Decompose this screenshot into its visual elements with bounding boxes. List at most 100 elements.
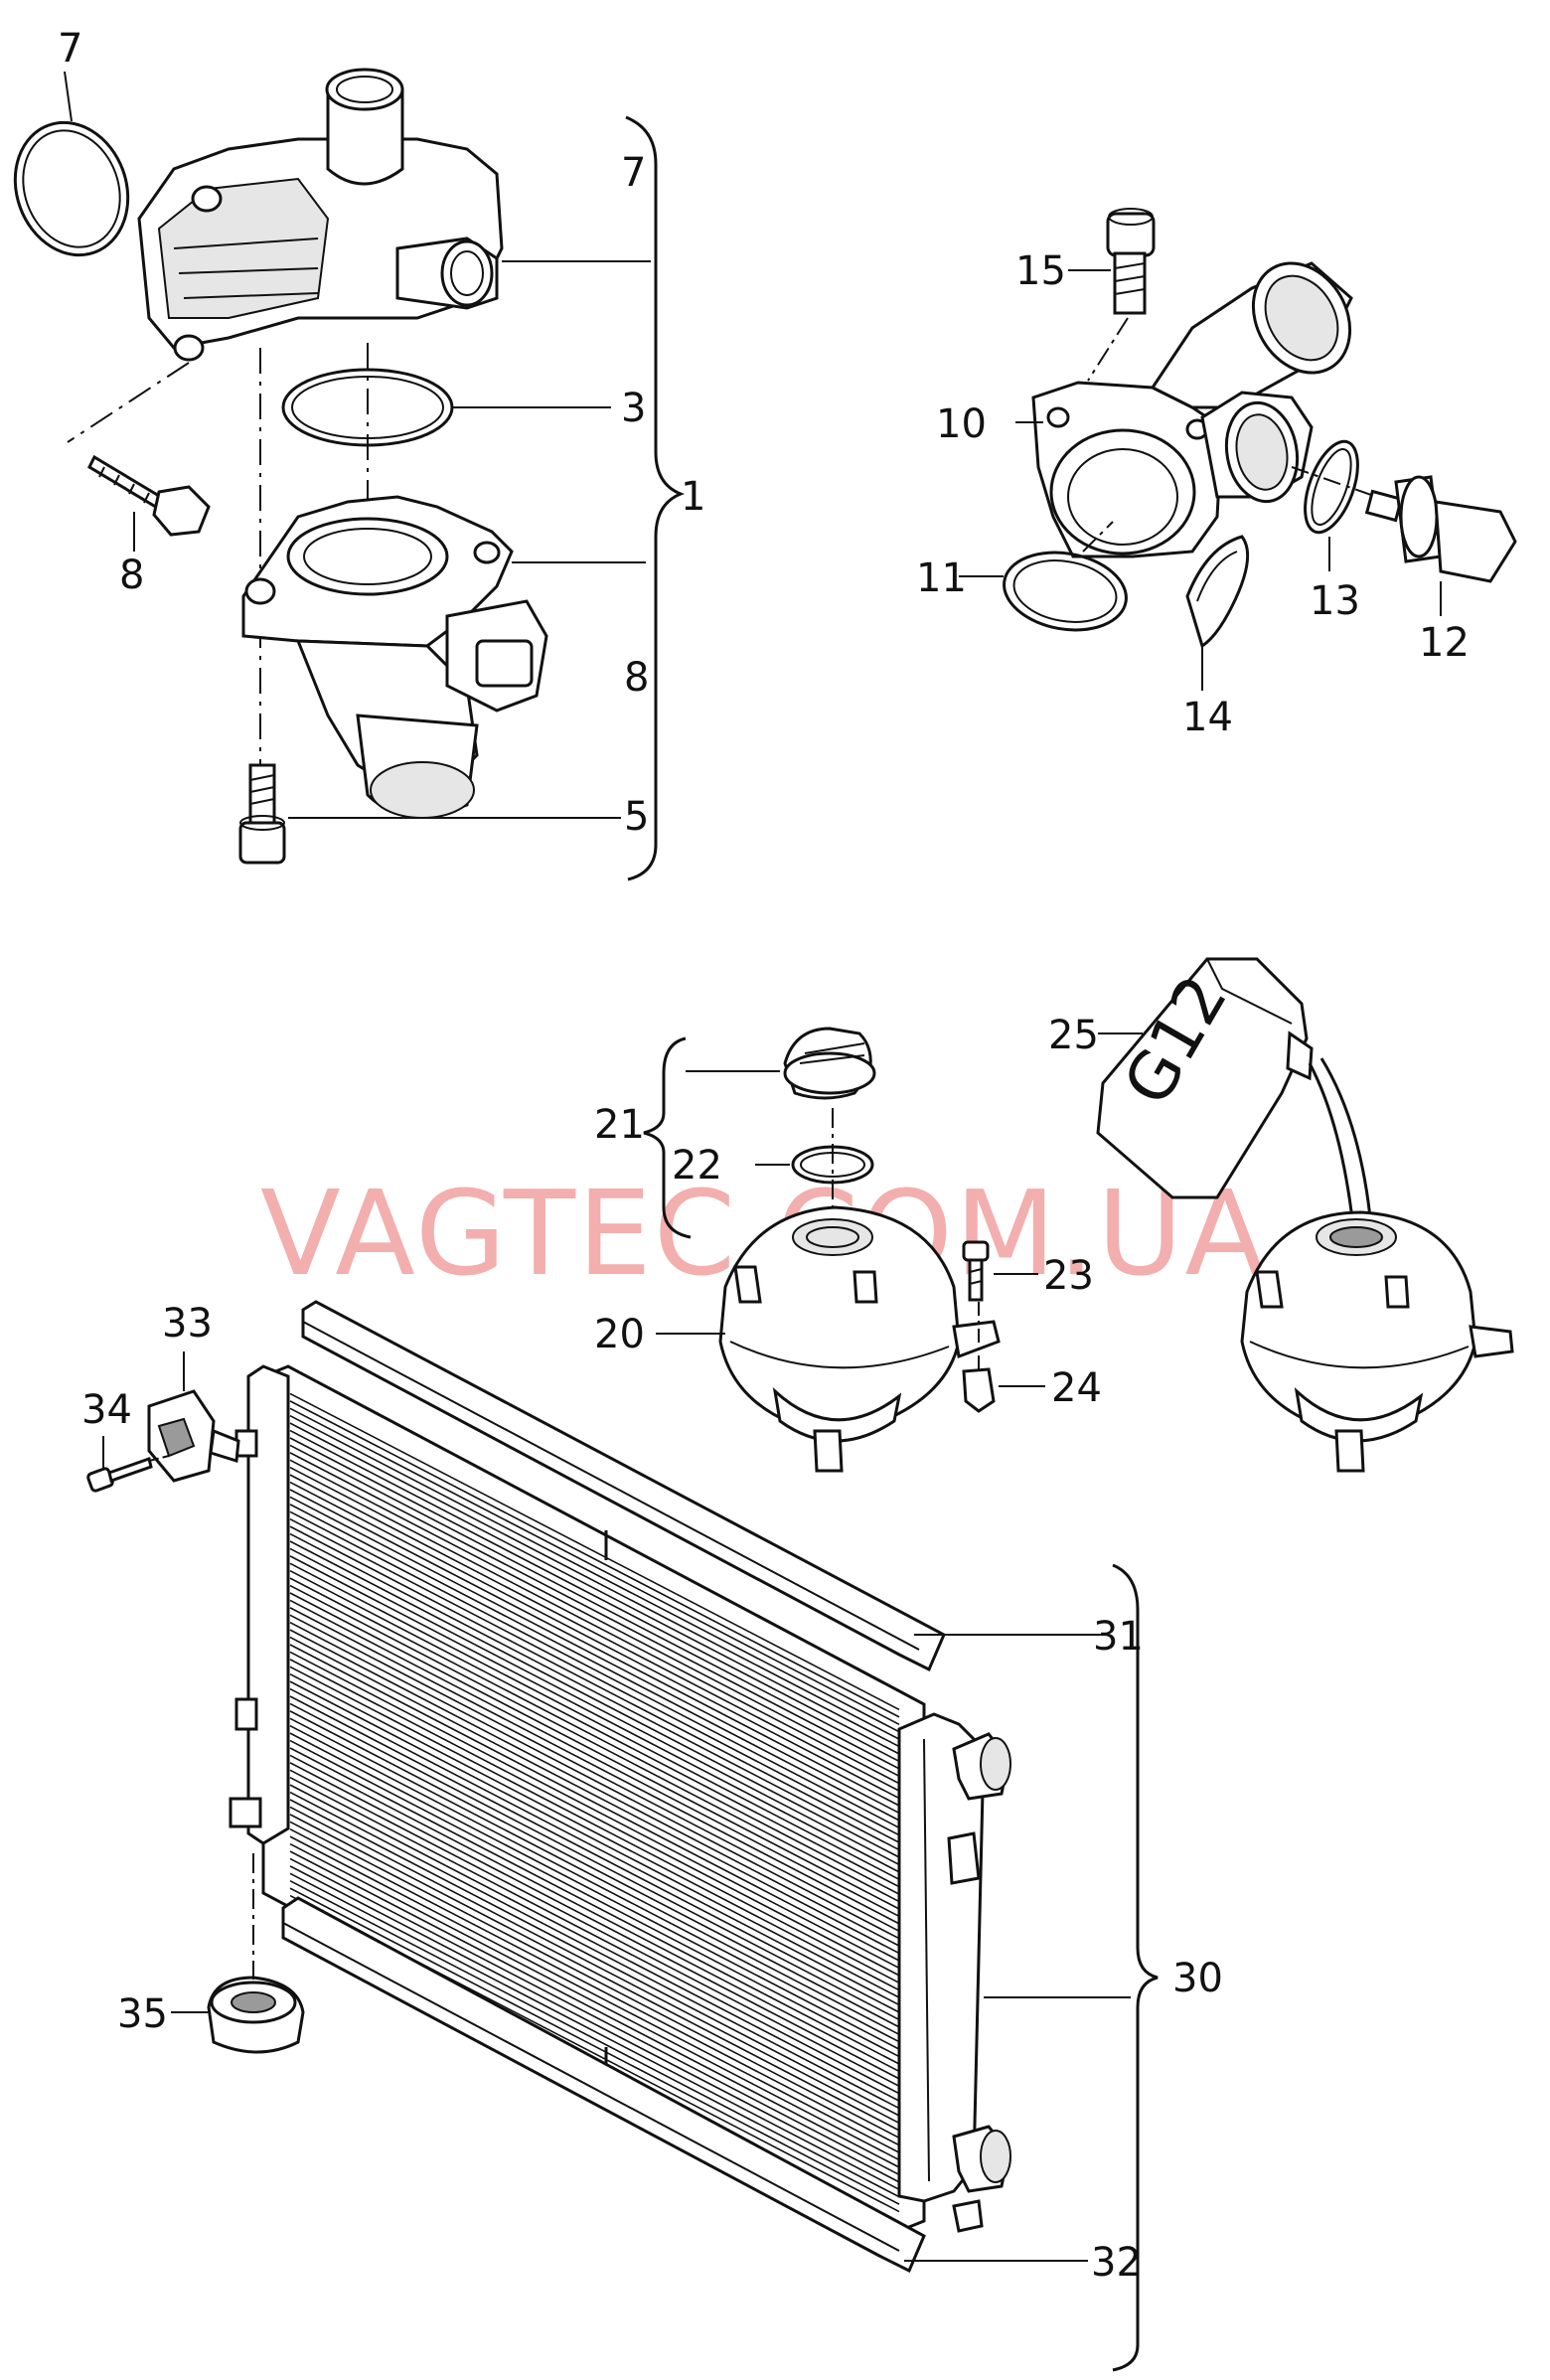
radiator-fin-line — [289, 1695, 900, 2013]
canister-spout — [1286, 1031, 1314, 1081]
o-ring-13 — [1304, 439, 1359, 535]
radiator-fin-line — [289, 1828, 900, 2146]
radiator-fin-line — [289, 1644, 900, 1962]
radiator-fin-line — [289, 1489, 900, 1807]
radiator-fin-line — [289, 1555, 900, 1873]
callout-7a: 7 — [58, 26, 82, 72]
radiator-fin-line — [289, 1666, 900, 1983]
radiator-fin-line — [289, 1599, 900, 1918]
callout-22: 22 — [672, 1143, 722, 1189]
radiator-fin-line — [289, 1467, 900, 1785]
callout-31: 31 — [1093, 1614, 1144, 1660]
bolt-15 — [1106, 208, 1156, 315]
radiator-fin-line — [289, 1732, 900, 2050]
brace-30 — [1112, 1563, 1159, 2372]
radiator-fin-line — [289, 1437, 900, 1755]
screw-34 — [86, 1457, 153, 1493]
callout-34: 34 — [81, 1387, 132, 1433]
radiator-drain — [952, 2199, 984, 2233]
radiator-fin-line — [289, 1496, 900, 1815]
radiator-fin-line — [289, 1459, 900, 1777]
radiator-fin-line — [289, 1710, 900, 2028]
radiator-fin-line — [289, 1547, 900, 1866]
callout-23: 23 — [1043, 1253, 1094, 1299]
radiator-fin-line — [289, 1452, 900, 1770]
radiator-fin-line — [289, 1747, 900, 2065]
screw-8 — [87, 454, 211, 537]
radiator-fin-line — [289, 1518, 900, 1836]
thermostat-housing-assembly — [13, 68, 686, 881]
callout-35: 35 — [117, 1991, 168, 2037]
radiator-fin-line — [289, 1842, 900, 2161]
radiator-fin-line — [289, 1622, 900, 1940]
radiator-fin-line — [289, 1814, 900, 2132]
screw-23 — [962, 1240, 990, 1302]
filler-cap — [783, 1027, 876, 1100]
radiator-assembly — [86, 1300, 1159, 2372]
o-ring-11 — [1003, 551, 1128, 632]
radiator-fin-line — [289, 1651, 900, 1970]
radiator-fin-line — [289, 1762, 900, 2080]
radiator-fin-line — [289, 1481, 900, 1800]
seal-strip-32 — [281, 1896, 926, 2274]
callout-20: 20 — [594, 1312, 645, 1357]
housing-fin-area — [157, 177, 330, 319]
radiator-fin-line — [289, 1577, 900, 1895]
radiator-fin-line — [289, 1415, 900, 1733]
mounting-clip-33 — [147, 1389, 240, 1483]
clip-nut-24 — [962, 1367, 996, 1413]
coolant-stream-right — [1319, 1057, 1373, 1228]
radiator-fin-line — [289, 1429, 900, 1748]
tank-lower-dome — [772, 1386, 902, 1443]
brace-1 — [625, 115, 686, 881]
radiator-fin-line — [289, 1799, 900, 2117]
radiator-fin-line — [289, 1702, 900, 2021]
coolant-filling-illustration: G12 — [1096, 957, 1514, 1473]
radiator-fin-line — [289, 1422, 900, 1740]
radiator-fin-line — [289, 1607, 900, 1925]
radiator-fin-line — [289, 1400, 900, 1718]
radiator-fin-line — [289, 1562, 900, 1880]
radiator-fin-line — [289, 1407, 900, 1725]
callout-11: 11 — [916, 555, 967, 601]
radiator-fin-line — [289, 1510, 900, 1828]
radiator-fin-line — [289, 1850, 900, 2168]
callout-10: 10 — [936, 401, 987, 447]
radiator-fin-line — [289, 1629, 900, 1947]
callout-15: 15 — [1015, 248, 1066, 294]
o-ring-7 — [13, 120, 130, 257]
radiator-fin-line — [289, 1835, 900, 2153]
lower-housing-flange-bore — [286, 517, 449, 596]
callout-8b: 8 — [624, 655, 649, 701]
callout-5: 5 — [624, 794, 649, 840]
coolant-flange-assembly — [959, 208, 1517, 691]
retaining-clip-14 — [1185, 535, 1250, 649]
radiator-fin-line — [289, 1739, 900, 2058]
radiator-fin-line — [289, 1584, 900, 1903]
radiator-fin-line — [289, 1754, 900, 2073]
radiator-fin-line — [289, 1806, 900, 2125]
radiator-fin-line — [289, 1659, 900, 1977]
temperature-sensor-12 — [1364, 475, 1517, 583]
callout-25: 25 — [1048, 1013, 1099, 1058]
radiator-fin-line — [289, 1525, 900, 1843]
radiator-fin-line — [289, 1880, 900, 2198]
radiator-fin-line — [289, 1791, 900, 2110]
side-spigot-mouth — [440, 239, 494, 307]
radiator-fin-line — [289, 1614, 900, 1932]
radiator-fin-line — [289, 1540, 900, 1858]
callout-1: 1 — [681, 474, 705, 520]
tank-filler-neck — [792, 1218, 873, 1256]
radiator-fin-line — [289, 1504, 900, 1822]
screw-axis — [67, 362, 190, 443]
radiator-fin-line — [289, 1821, 900, 2139]
callout-12: 12 — [1419, 620, 1470, 666]
tank-bottom-outlet — [813, 1429, 844, 1473]
radiator-fin-line — [289, 1865, 900, 2183]
upper-outlet-pipe — [326, 87, 404, 186]
radiator-fin-line — [289, 1777, 900, 2095]
radiator-fin-line — [289, 1680, 900, 1998]
coolant-stream-left — [1308, 1062, 1355, 1228]
radiator-fin-line — [289, 1687, 900, 2006]
